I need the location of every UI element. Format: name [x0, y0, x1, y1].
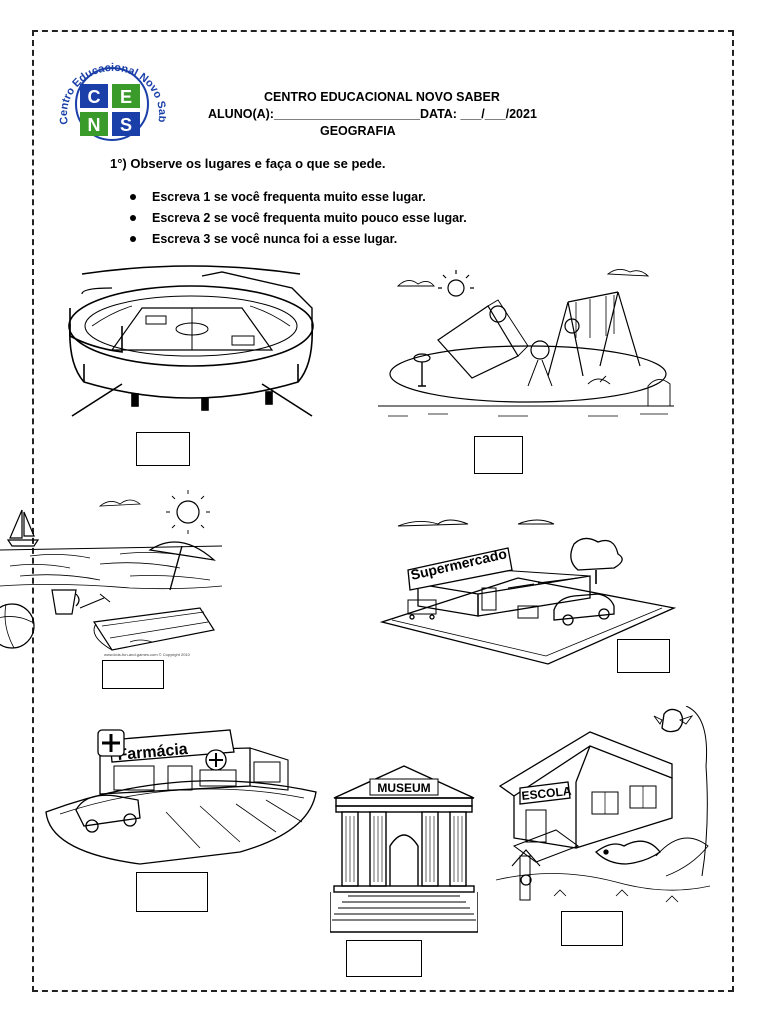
subject-title: GEOGRAFIA — [320, 124, 396, 138]
beach-illustration — [0, 490, 222, 651]
page-border — [32, 30, 734, 992]
stadium-answer-box[interactable] — [136, 432, 190, 466]
logo-letter-c: C — [88, 87, 101, 107]
school-logo: C E N S Centro Educacional Novo Saber — [58, 54, 166, 141]
museum-answer-box[interactable] — [346, 940, 422, 977]
museum-illustration: MUSEUM — [330, 765, 478, 933]
instruction-bullet-2: Escreva 2 se você frequenta muito pouco … — [130, 211, 467, 225]
school-illustration: ESCOLA — [496, 706, 710, 903]
playground-illustration — [378, 269, 674, 417]
pharmacy-answer-box[interactable] — [136, 872, 208, 912]
logo-letter-s: S — [120, 115, 132, 135]
beach-credit: www.kids-fun-and-games.com © Copyright 2… — [104, 652, 190, 657]
school-sign-text: ESCOLA — [521, 784, 573, 803]
stadium-illustration — [68, 265, 314, 417]
school-name: CENTRO EDUCACIONAL NOVO SABER — [264, 90, 500, 104]
logo-letter-e: E — [120, 87, 132, 107]
bullet-dot-icon — [130, 235, 136, 242]
playground-answer-box[interactable] — [474, 436, 523, 474]
pharmacy-sign-text: Farmácia — [117, 741, 189, 764]
bullet-dot-icon — [130, 193, 136, 200]
logo-letter-n: N — [88, 115, 101, 135]
pharmacy-illustration: Farmácia — [45, 729, 317, 865]
supermarket-answer-box[interactable] — [617, 639, 670, 673]
question-text: 1°) Observe os lugares e faça o que se p… — [110, 156, 386, 171]
student-date-line: ALUNO(A):_____________________DATA: ___/… — [208, 107, 537, 121]
instruction-bullet-3: Escreva 3 se você nunca foi a esse lugar… — [130, 232, 397, 246]
supermarket-illustration: Supermercado — [379, 519, 676, 665]
instruction-bullet-1: Escreva 1 se você frequenta muito esse l… — [130, 190, 426, 204]
bullet-dot-icon — [130, 214, 136, 221]
school-answer-box[interactable] — [561, 911, 623, 946]
museum-sign-text: MUSEUM — [377, 781, 430, 795]
beach-answer-box[interactable] — [102, 660, 164, 689]
